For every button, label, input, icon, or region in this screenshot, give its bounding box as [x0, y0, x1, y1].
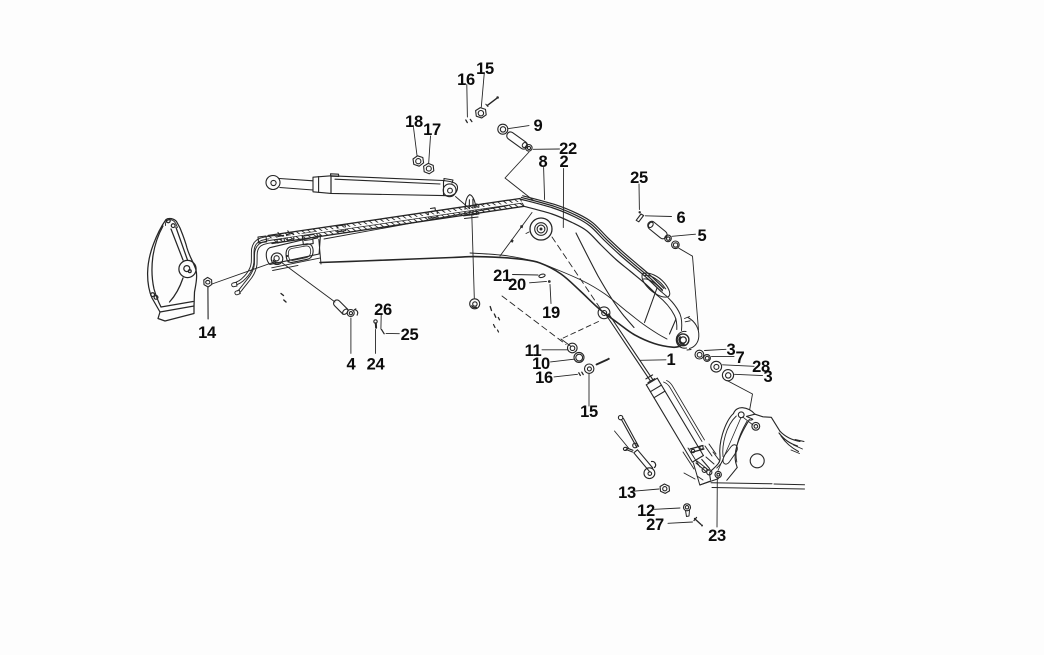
- svg-text:14: 14: [198, 324, 217, 342]
- svg-text:25: 25: [401, 326, 419, 344]
- svg-text:16: 16: [457, 71, 475, 89]
- svg-text:20: 20: [508, 276, 526, 294]
- svg-text:10: 10: [532, 355, 550, 373]
- svg-text:16: 16: [535, 369, 553, 387]
- svg-text:18: 18: [405, 113, 423, 131]
- svg-text:3: 3: [764, 368, 773, 386]
- svg-text:12: 12: [637, 502, 655, 520]
- svg-text:23: 23: [708, 527, 726, 545]
- svg-text:4: 4: [347, 356, 357, 374]
- svg-text:8: 8: [539, 153, 548, 171]
- svg-text:28: 28: [752, 358, 770, 376]
- svg-text:19: 19: [542, 304, 560, 322]
- svg-text:26: 26: [374, 301, 392, 319]
- svg-text:27: 27: [646, 516, 664, 534]
- svg-text:17: 17: [423, 121, 441, 139]
- svg-text:21: 21: [493, 267, 511, 285]
- svg-text:22: 22: [559, 140, 577, 158]
- svg-text:13: 13: [618, 484, 636, 502]
- svg-text:2: 2: [560, 153, 569, 171]
- svg-text:5: 5: [698, 227, 707, 245]
- svg-text:11: 11: [525, 342, 542, 360]
- svg-text:9: 9: [534, 117, 543, 135]
- svg-text:1: 1: [667, 351, 676, 369]
- svg-text:25: 25: [630, 169, 648, 187]
- svg-text:7: 7: [736, 349, 745, 367]
- svg-text:3: 3: [727, 341, 736, 359]
- svg-text:15: 15: [580, 403, 598, 421]
- svg-text:6: 6: [677, 209, 686, 227]
- svg-text:15: 15: [476, 60, 494, 78]
- svg-text:24: 24: [367, 356, 386, 374]
